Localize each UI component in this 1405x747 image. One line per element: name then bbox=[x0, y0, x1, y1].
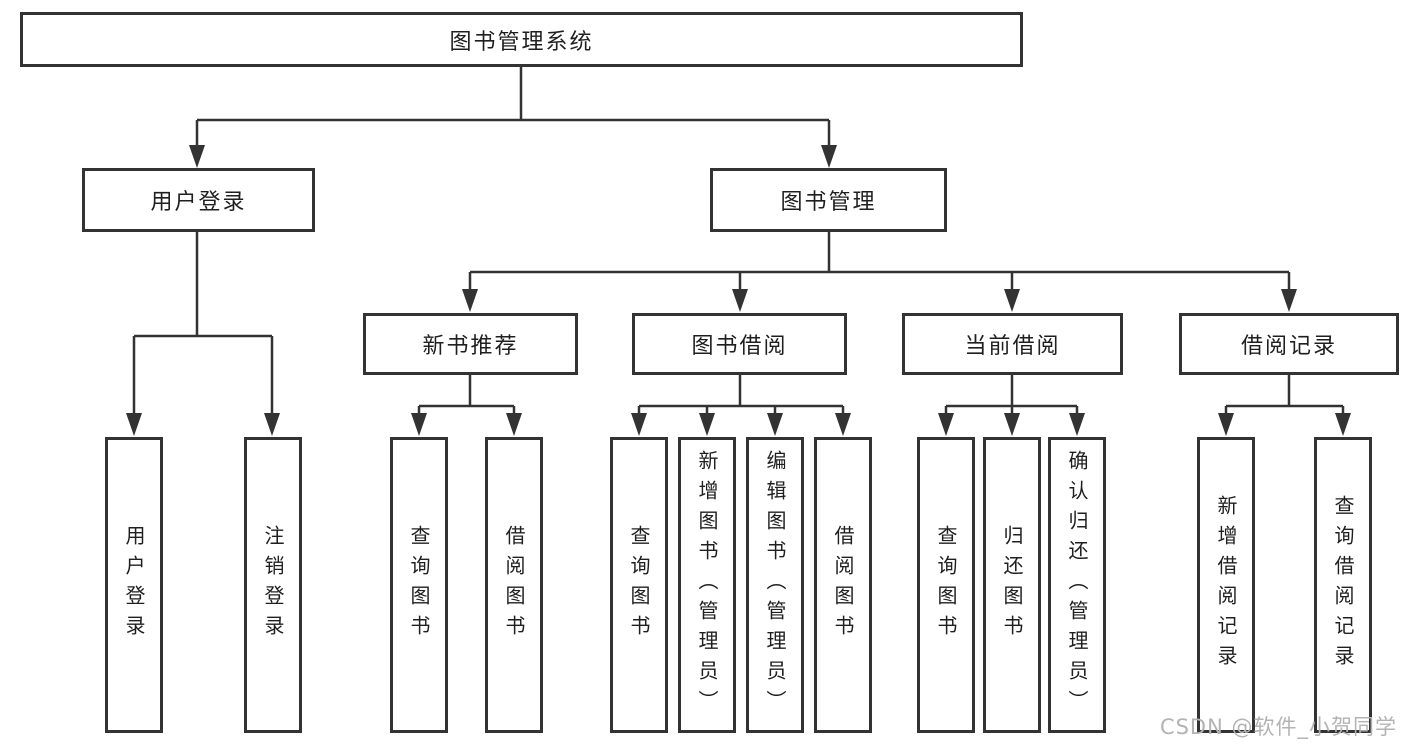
leaf-query-books-3: 查询图书 bbox=[917, 437, 975, 733]
csdn-watermark: CSDN @软件_小贺同学 bbox=[1159, 715, 1397, 739]
node-new-book-recommend: 新书推荐 bbox=[363, 313, 578, 375]
node-book-borrow: 图书借阅 bbox=[632, 313, 847, 375]
leaf-query-books-2: 查询图书 bbox=[610, 437, 668, 733]
leaf-edit-books-admin: 编辑图书（管理员） bbox=[746, 437, 804, 733]
node-borrow-records: 借阅记录 bbox=[1179, 313, 1399, 375]
leaf-borrow-books: 借阅图书 bbox=[485, 437, 543, 733]
node-current-borrow: 当前借阅 bbox=[902, 313, 1123, 375]
node-book-management: 图书管理 bbox=[710, 168, 947, 232]
node-user-login: 用户登录 bbox=[82, 168, 315, 232]
leaf-logout: 注销登录 bbox=[244, 437, 302, 733]
leaf-return-books: 归还图书 bbox=[983, 437, 1041, 733]
leaf-add-books-admin: 新增图书（管理员） bbox=[678, 437, 736, 733]
leaf-confirm-return-admin: 确认归还（管理员） bbox=[1048, 437, 1106, 733]
leaf-borrow-books-2: 借阅图书 bbox=[814, 437, 872, 733]
leaf-add-borrow-record: 新增借阅记录 bbox=[1197, 437, 1255, 733]
leaf-query-books: 查询图书 bbox=[390, 437, 448, 733]
leaf-query-borrow-record: 查询借阅记录 bbox=[1314, 437, 1372, 733]
node-library-management-system: 图书管理系统 bbox=[20, 12, 1023, 67]
leaf-user-login: 用户登录 bbox=[105, 437, 163, 733]
arrowhead-icons bbox=[126, 145, 1351, 436]
